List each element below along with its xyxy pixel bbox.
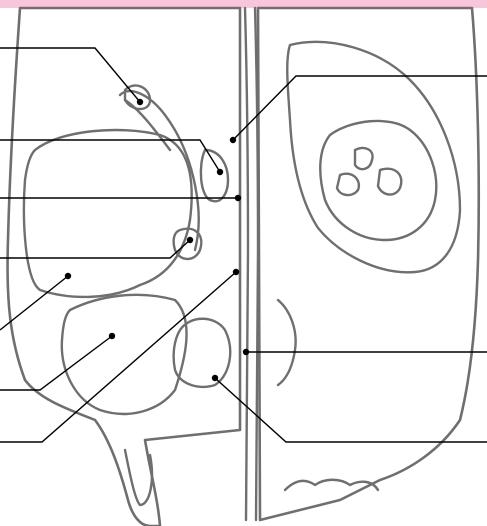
leader-dot-7 <box>233 269 239 275</box>
leader-dot-3 <box>235 195 241 201</box>
leader-dot-8 <box>230 137 236 143</box>
leader-dot-10 <box>212 375 218 381</box>
leader-dot-2 <box>217 169 223 175</box>
leader-dot-9 <box>243 349 249 355</box>
leader-dot-5 <box>65 273 71 279</box>
leader-dot-6 <box>109 333 115 339</box>
leader-dot-4 <box>187 237 193 243</box>
leader-dot-1 <box>137 99 143 105</box>
